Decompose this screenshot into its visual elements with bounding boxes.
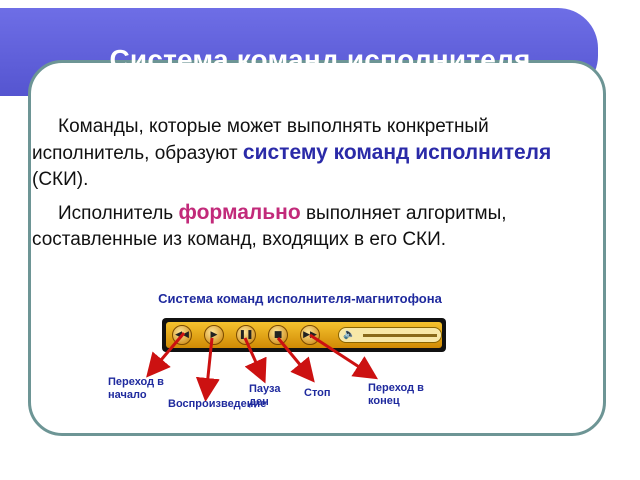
diagram-subtitle: Система команд исполнителя-магнитофона: [158, 291, 442, 306]
label-start: Переход в начало: [108, 376, 164, 401]
stop-button[interactable]: ■: [268, 325, 288, 345]
speaker-icon: 🔈: [343, 329, 356, 340]
paragraph-formal-execution: Исполнитель формально выполняет алгоритм…: [32, 200, 592, 253]
content-frame: [28, 60, 606, 436]
page-title: Система команд исполнителя: [109, 44, 531, 75]
label-pause: Пауза ден: [249, 383, 281, 408]
pause-button[interactable]: ❚❚: [236, 325, 256, 345]
play-button[interactable]: ▶: [204, 325, 224, 345]
arrow-to-pause: [243, 337, 267, 384]
paragraph-text: Исполнитель: [58, 203, 179, 224]
highlight-term: систему команд исполнителя: [242, 141, 552, 164]
arrow-to-play: [195, 337, 220, 402]
volume-slider[interactable]: 🔈: [338, 327, 442, 343]
paragraph-text: (СКИ).: [32, 169, 89, 190]
arrow-to-start: [146, 332, 186, 378]
volume-track: [363, 334, 437, 337]
paragraph-text: выполняет алгоритмы, составленные из ком…: [32, 203, 507, 250]
paragraph-ski-definition: Команды, которые может выполнять конкрет…: [32, 114, 592, 193]
paragraph-text: Команды, которые может выполнять конкрет…: [32, 116, 489, 164]
arrow-to-end: [309, 333, 379, 380]
label-play: Воспроизведение: [168, 398, 267, 410]
label-end: Переход в конец: [368, 382, 424, 407]
highlight-term: формально: [178, 201, 301, 224]
arrow-to-stop: [276, 337, 315, 383]
label-stop: Стоп: [304, 387, 331, 399]
